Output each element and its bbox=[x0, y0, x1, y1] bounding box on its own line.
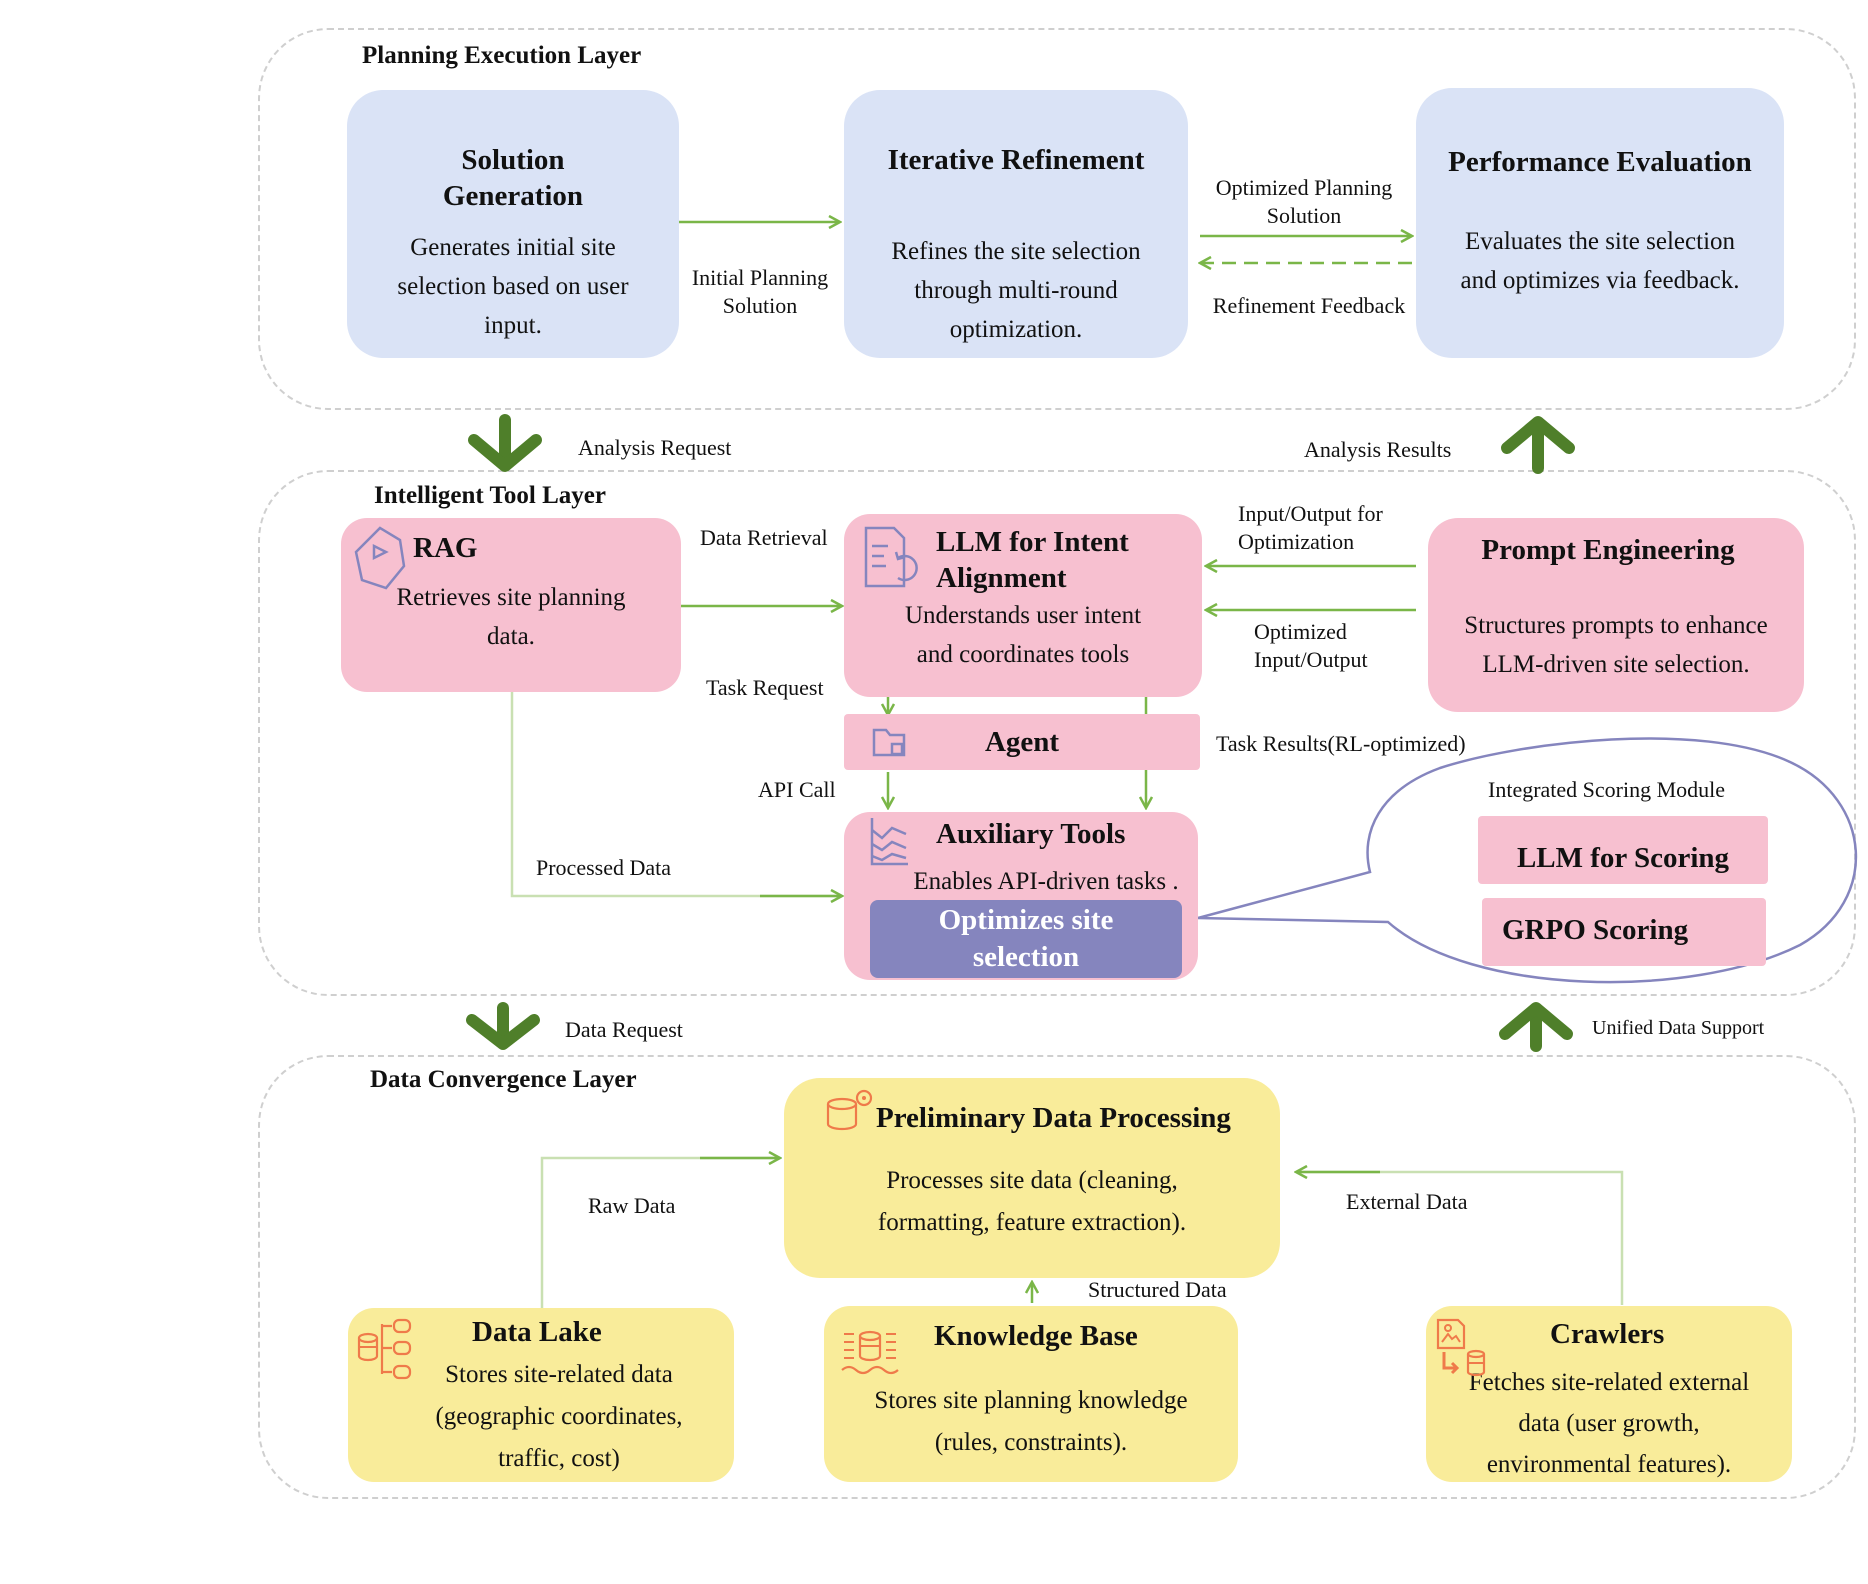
iterative-refinement-desc: Refines the site selection through multi… bbox=[891, 238, 1141, 343]
label-io-optimization: Input/Output for Optimization bbox=[1238, 501, 1383, 554]
label-refinement-feedback: Refinement Feedback bbox=[1212, 293, 1406, 318]
label-api-call: API Call bbox=[758, 777, 836, 802]
knowledge-base-desc: Stores site planning knowledge (rules, c… bbox=[874, 1387, 1188, 1456]
data-lake-box: Data Lake Stores site-related data (geog… bbox=[348, 1308, 734, 1482]
label-optimized-io: Optimized Input/Output bbox=[1254, 619, 1368, 672]
optimizes-site-selection-banner: Optimizes site selection bbox=[870, 900, 1182, 978]
prompt-engineering-box: Prompt Engineering Structures prompts to… bbox=[1428, 518, 1804, 712]
performance-evaluation-desc: Evaluates the site selection and optimiz… bbox=[1460, 228, 1740, 294]
agent-title: Agent bbox=[984, 726, 1060, 758]
preliminary-processing-box: Preliminary Data Processing Processes si… bbox=[784, 1078, 1280, 1278]
knowledge-layers-icon bbox=[841, 1330, 899, 1375]
label-initial-planning: Initial Planning Solution bbox=[691, 265, 829, 318]
arrow-rag-to-aux bbox=[510, 692, 842, 896]
label-task-results: Task Results(RL-optimized) bbox=[1216, 731, 1466, 756]
tool-layer bbox=[258, 470, 1856, 996]
arrow-down-data-request bbox=[466, 1002, 540, 1050]
llm-intent-desc: Understands user intent and coordinates … bbox=[904, 602, 1142, 668]
arrow-down-analysis-request bbox=[468, 414, 542, 472]
database-gear-icon bbox=[826, 1089, 873, 1131]
data-layer bbox=[258, 1055, 1856, 1499]
llm-intent-box: LLM for Intent Alignment Understands use… bbox=[844, 514, 1202, 697]
label-external-data: External Data bbox=[1346, 1189, 1468, 1214]
label-analysis-results: Analysis Results bbox=[1304, 437, 1452, 462]
scoring-bubble bbox=[1197, 737, 1858, 984]
planning-layer bbox=[258, 28, 1856, 410]
data-lake-title: Data Lake bbox=[472, 1316, 602, 1348]
preliminary-processing-desc: Processes site data (cleaning, formattin… bbox=[877, 1167, 1187, 1236]
grpo-scoring-box: GRPO Scoring bbox=[1482, 898, 1766, 966]
crawlers-box: Crawlers Fetches site-related external d… bbox=[1426, 1306, 1792, 1482]
crawlers-desc: Fetches site-related external data (user… bbox=[1468, 1369, 1750, 1478]
crawler-data-icon bbox=[1436, 1318, 1486, 1377]
solution-generation-desc: Generates initial site selection based o… bbox=[397, 234, 629, 339]
grpo-scoring-title: GRPO Scoring bbox=[1502, 914, 1689, 946]
llm-scoring-box: LLM for Scoring bbox=[1478, 816, 1768, 884]
arrow-up-unified-support bbox=[1499, 1002, 1573, 1052]
auxiliary-tools-title: Auxiliary Tools bbox=[936, 818, 1126, 850]
prompt-engineering-desc: Structures prompts to enhance LLM-driven… bbox=[1464, 612, 1768, 678]
arrow-up-analysis-results bbox=[1501, 416, 1575, 474]
preliminary-processing-title: Preliminary Data Processing bbox=[876, 1102, 1231, 1134]
auxiliary-tools-desc: Enables API-driven tasks . bbox=[913, 868, 1179, 895]
document-refresh-icon bbox=[864, 526, 918, 588]
label-optimized-planning: Optimized Planning Solution bbox=[1215, 175, 1393, 228]
rag-title: RAG bbox=[413, 532, 478, 564]
arrow-lake-to-prelim bbox=[540, 1158, 780, 1308]
llm-scoring-title: LLM for Scoring bbox=[1516, 842, 1730, 874]
prompt-engineering-title: Prompt Engineering bbox=[1481, 534, 1735, 566]
performance-evaluation-title: Performance Evaluation bbox=[1448, 146, 1752, 178]
planning-layer-title: Planning Execution Layer bbox=[362, 42, 642, 69]
data-lake-desc: Stores site-related data (geographic coo… bbox=[435, 1361, 683, 1472]
chart-layers-icon bbox=[870, 818, 908, 866]
database-tree-icon bbox=[357, 1318, 412, 1380]
label-unified-support: Unified Data Support bbox=[1592, 1017, 1765, 1039]
solution-generation-title: Solution Generation bbox=[442, 144, 584, 212]
knowledge-base-title: Knowledge Base bbox=[934, 1320, 1138, 1352]
label-analysis-request: Analysis Request bbox=[578, 435, 732, 460]
data-layer-title: Data Convergence Layer bbox=[370, 1066, 637, 1093]
iterative-refinement-title: Iterative Refinement bbox=[887, 144, 1145, 176]
label-structured-data: Structured Data bbox=[1088, 1277, 1227, 1302]
arrow-crawlers-to-prelim bbox=[1296, 1172, 1624, 1305]
optimizes-site-selection-text: Optimizes site selection bbox=[938, 904, 1114, 973]
scoring-module-title: Integrated Scoring Module bbox=[1488, 777, 1726, 802]
crawlers-title: Crawlers bbox=[1550, 1318, 1665, 1350]
rag-desc: Retrieves site planning data. bbox=[396, 584, 626, 650]
label-data-retrieval: Data Retrieval bbox=[700, 525, 828, 550]
solution-generation-box: Solution Generation Generates initial si… bbox=[347, 90, 679, 358]
tool-layer-title: Intelligent Tool Layer bbox=[374, 482, 606, 509]
knowledge-base-box: Knowledge Base Stores site planning know… bbox=[824, 1306, 1238, 1482]
label-task-request: Task Request bbox=[706, 675, 824, 700]
folder-lock-icon bbox=[872, 728, 906, 757]
rag-icon bbox=[354, 526, 406, 590]
rag-box: RAG Retrieves site planning data. bbox=[341, 518, 681, 692]
label-processed-data: Processed Data bbox=[536, 855, 672, 880]
llm-intent-title: LLM for Intent Alignment bbox=[936, 526, 1129, 594]
iterative-refinement-box: Iterative Refinement Refines the site se… bbox=[844, 90, 1188, 358]
performance-evaluation-box: Performance Evaluation Evaluates the sit… bbox=[1416, 88, 1784, 358]
label-data-request: Data Request bbox=[565, 1017, 683, 1042]
label-raw-data: Raw Data bbox=[588, 1193, 676, 1218]
